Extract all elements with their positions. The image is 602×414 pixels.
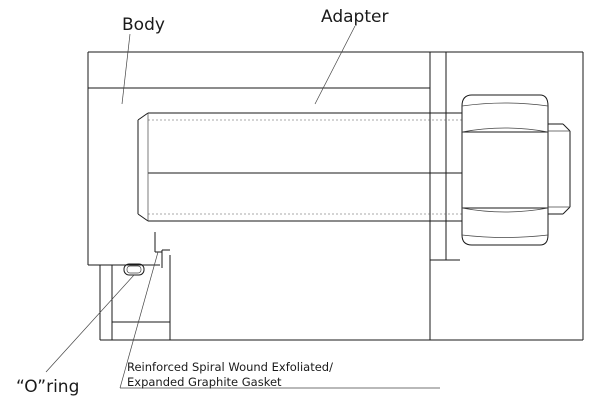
adapter-label: Adapter bbox=[321, 7, 388, 27]
body-housing bbox=[87, 51, 584, 340]
lower-flange bbox=[99, 232, 583, 341]
leader-lines bbox=[45, 25, 440, 389]
gasket-label-line-2: Expanded Graphite Gasket bbox=[127, 375, 282, 389]
hex-nut bbox=[461, 94, 549, 246]
body-label: Body bbox=[122, 15, 165, 35]
gasket-label-line-1: Reinforced Spiral Wound Exfoliated/ bbox=[127, 360, 333, 374]
o-ring bbox=[123, 263, 145, 276]
threaded-stud bbox=[137, 112, 462, 222]
stud-end bbox=[548, 123, 571, 215]
o-ring-label: “O”ring bbox=[16, 377, 79, 397]
